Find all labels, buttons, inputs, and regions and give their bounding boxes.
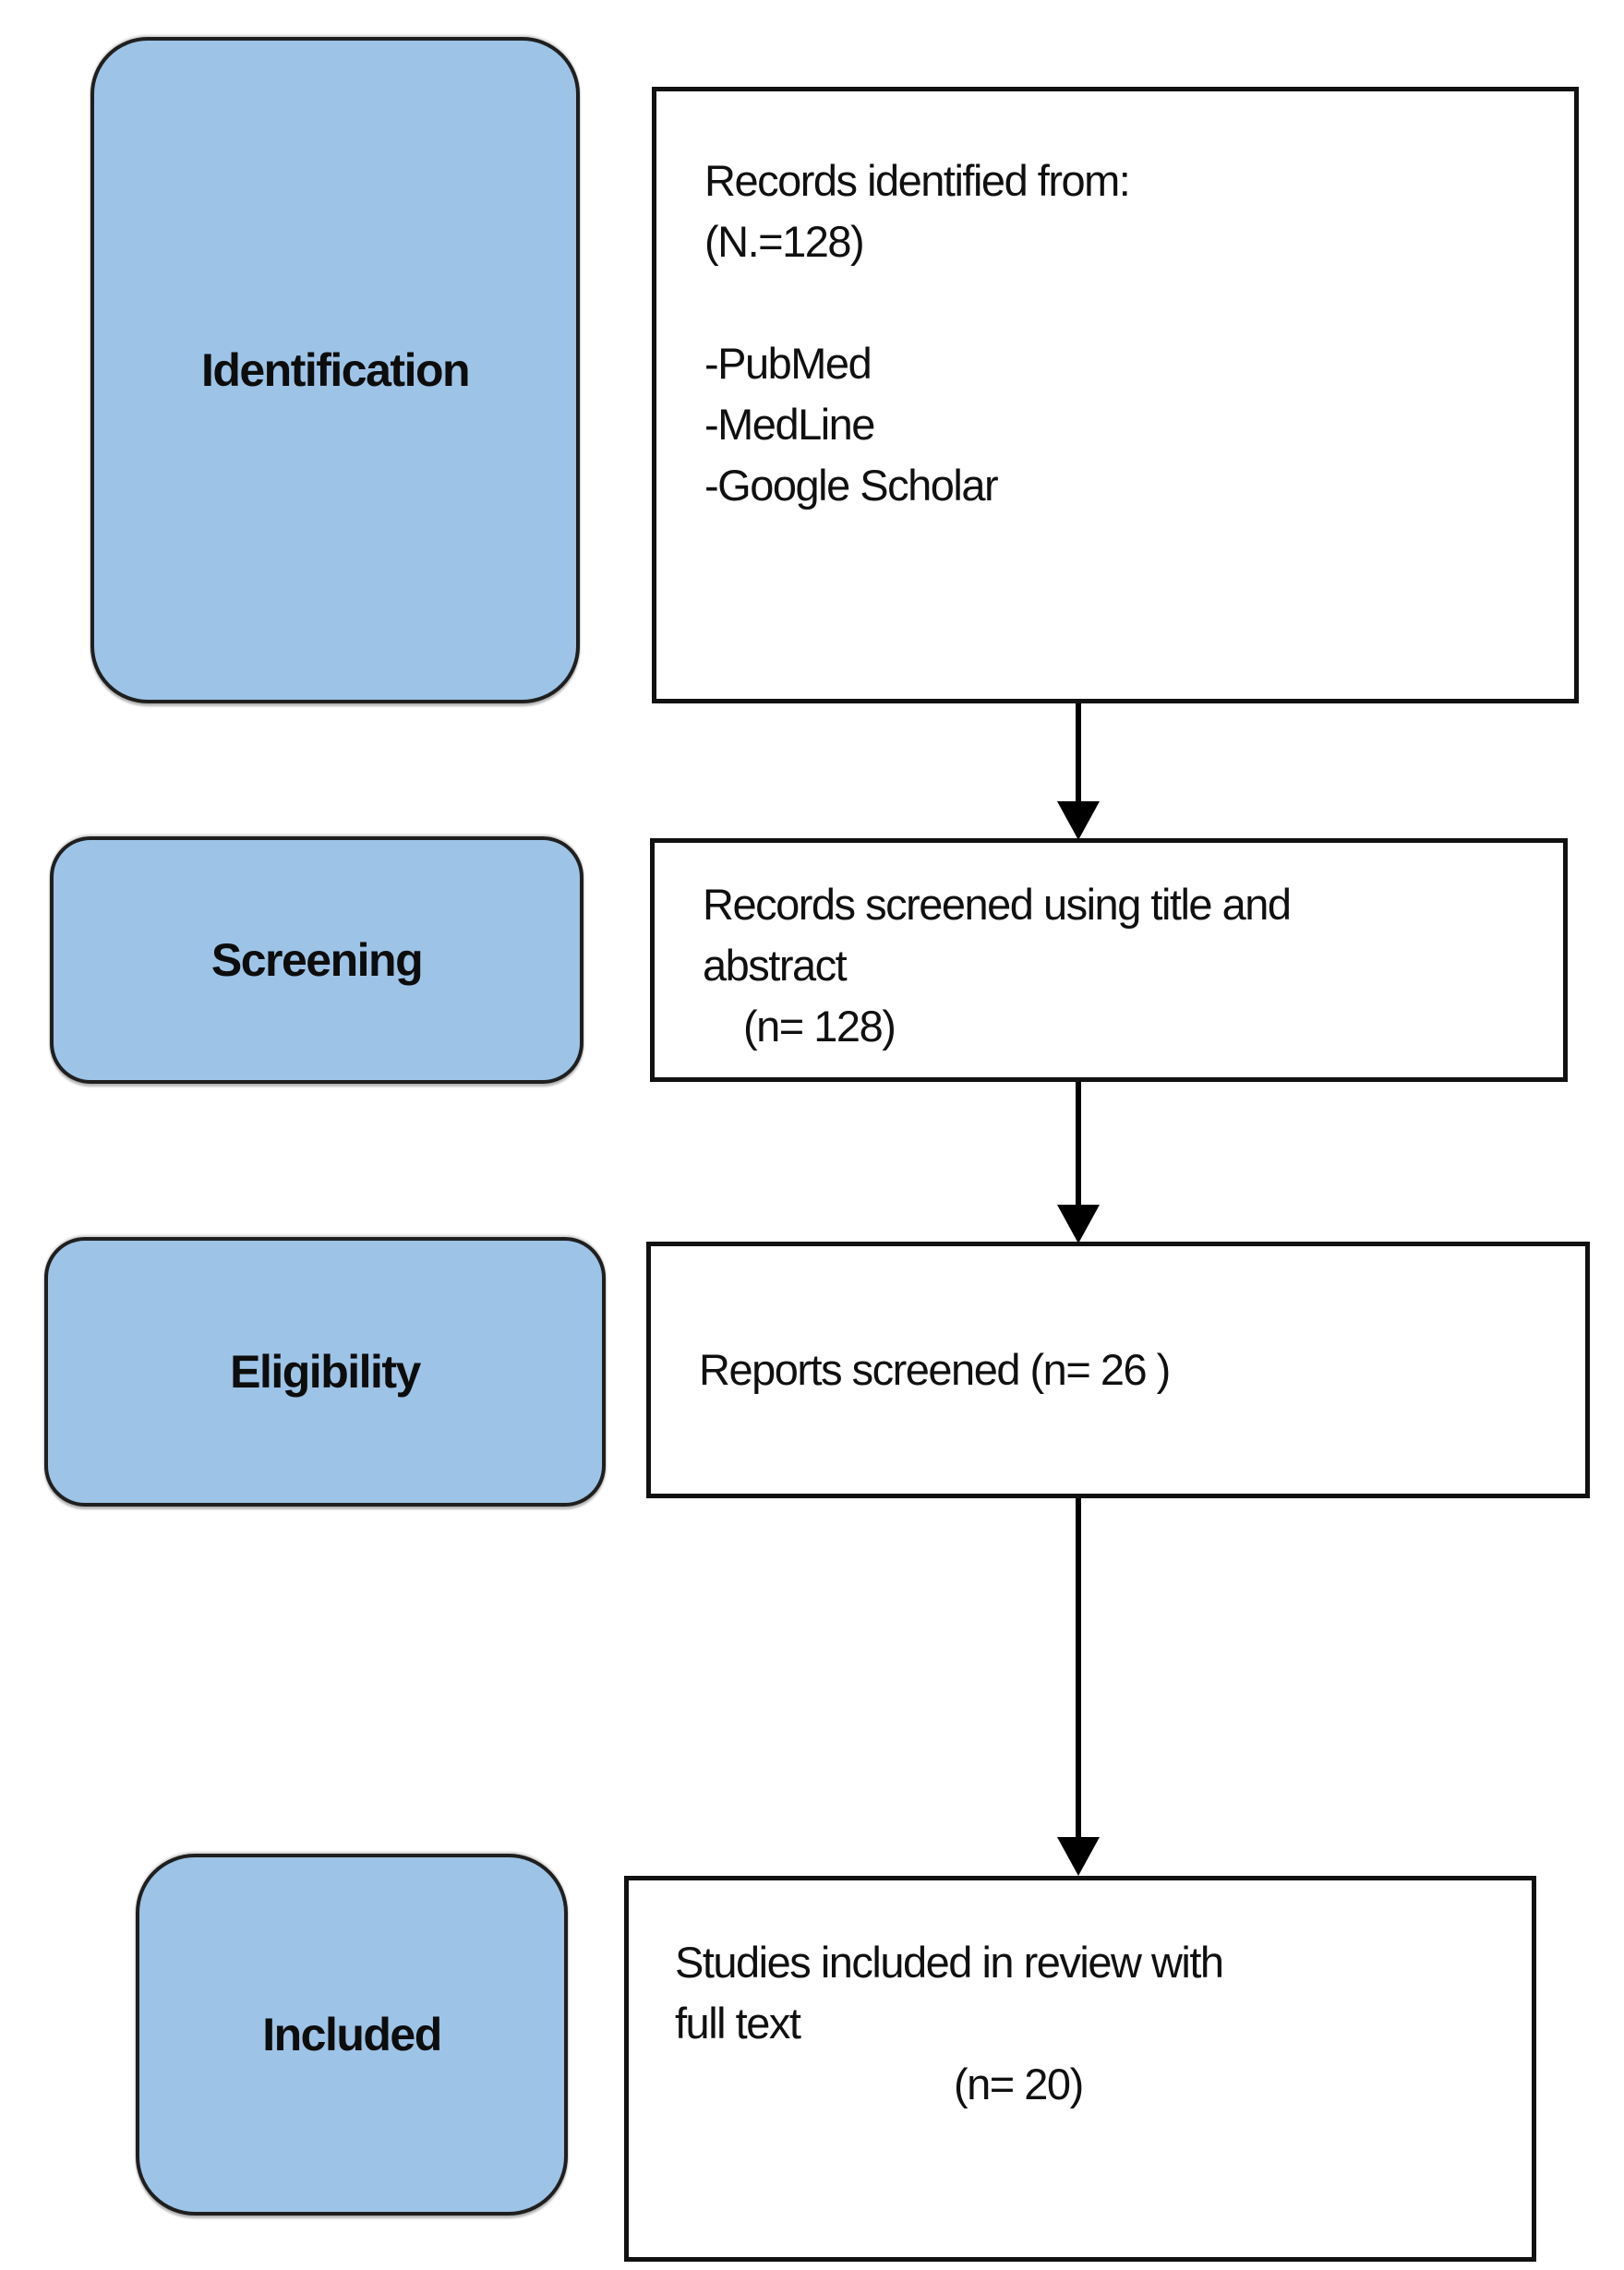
arrow-shaft: [1076, 1082, 1081, 1208]
blank-line: [704, 272, 1546, 333]
box-records-screened: Records screened using title and abstrac…: [650, 838, 1568, 1082]
studies-included-line-1: Studies included in review with: [675, 1938, 1224, 1987]
stage-box-eligibility: Eligibility: [44, 1237, 606, 1507]
stage-label-eligibility: Eligibility: [230, 1346, 421, 1398]
studies-included-count: (n= 20): [954, 2060, 1084, 2108]
arrow-head-icon: [1057, 801, 1100, 840]
source-medline: -MedLine: [704, 400, 875, 449]
source-pubmed: -PubMed: [704, 339, 872, 388]
arrow-shaft: [1076, 1498, 1081, 1841]
reports-screened-line: Reports screened (n= 26 ): [699, 1345, 1171, 1394]
arrow-screened-to-reports: [1057, 1082, 1100, 1243]
arrow-shaft: [1076, 703, 1081, 805]
arrow-reports-to-included: [1057, 1498, 1100, 1876]
records-identified-line: Records identified from:: [704, 156, 1131, 205]
arrow-head-icon: [1057, 1837, 1100, 1876]
box-records-identified: Records identified from: (N.=128) -PubMe…: [652, 87, 1579, 703]
arrow-identified-to-screened: [1057, 703, 1100, 840]
stage-box-screening: Screening: [50, 836, 583, 1084]
arrow-head-icon: [1057, 1205, 1100, 1243]
records-screened-line-2: abstract: [703, 941, 848, 990]
studies-included-line-2: full text: [675, 1999, 801, 2048]
box-reports-screened: Reports screened (n= 26 ): [646, 1242, 1590, 1498]
stage-label-included: Included: [262, 2009, 442, 2060]
stage-label-screening: Screening: [211, 934, 424, 986]
source-google-scholar: -Google Scholar: [704, 461, 999, 510]
records-identified-count: (N.=128): [704, 217, 865, 266]
records-screened-line-1: Records screened using title and: [703, 880, 1292, 929]
stage-box-identification: Identification: [90, 37, 580, 703]
box-studies-included: Studies included in review with full tex…: [624, 1876, 1536, 2262]
records-screened-count: (n= 128): [743, 1002, 896, 1051]
stage-box-included: Included: [136, 1854, 568, 2216]
stage-label-identification: Identification: [200, 344, 471, 396]
